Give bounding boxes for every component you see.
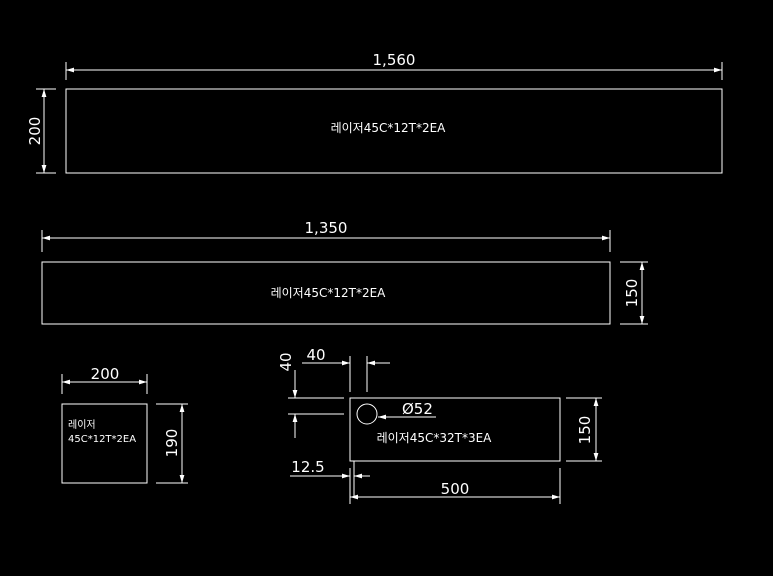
part-4-offset-dim: 12.5 bbox=[291, 458, 324, 476]
part-4-hole-x-dim: 40 bbox=[306, 346, 325, 364]
part-1-width-dim: 1,560 bbox=[373, 51, 416, 69]
part-2-height-dim: 150 bbox=[623, 279, 641, 308]
part-3-width-dim: 200 bbox=[91, 365, 120, 383]
part-4-hole-dia-dim: Ø52 bbox=[402, 400, 433, 418]
part-4-height-dim: 150 bbox=[576, 416, 594, 445]
part-3-label-line1: 레이저 bbox=[68, 419, 96, 431]
part-2-label: 레이저45C*12T*2EA bbox=[271, 286, 387, 300]
part-1-height-dim: 200 bbox=[26, 117, 44, 146]
part-1-label: 레이저45C*12T*2EA bbox=[331, 121, 447, 135]
part-2-outline bbox=[41, 261, 611, 325]
part-1: 1,560 200 레이저45C*12T*2EA bbox=[26, 51, 723, 174]
part-4-hole bbox=[356, 403, 378, 425]
part-4-outline bbox=[349, 397, 561, 462]
part-3: 200 190 레이저 45C*12T*2EA bbox=[61, 365, 188, 484]
part-2-width-dim: 1,350 bbox=[305, 219, 348, 237]
part-3-outline bbox=[61, 403, 148, 484]
part-2: 1,350 150 레이저45C*12T*2EA bbox=[41, 219, 648, 325]
part-3-label-line2: 45C*12T*2EA bbox=[68, 434, 136, 445]
part-4-hole-y-dim: 40 bbox=[277, 352, 295, 371]
part-3-height-dim: 190 bbox=[163, 429, 181, 458]
part-4: 40 40 Ø52 12.5 500 150 레이저45C*32T*3EA bbox=[277, 346, 602, 504]
part-1-outline bbox=[65, 88, 723, 174]
part-4-label: 레이저45C*32T*3EA bbox=[377, 431, 493, 445]
part-4-width-dim: 500 bbox=[441, 480, 470, 498]
